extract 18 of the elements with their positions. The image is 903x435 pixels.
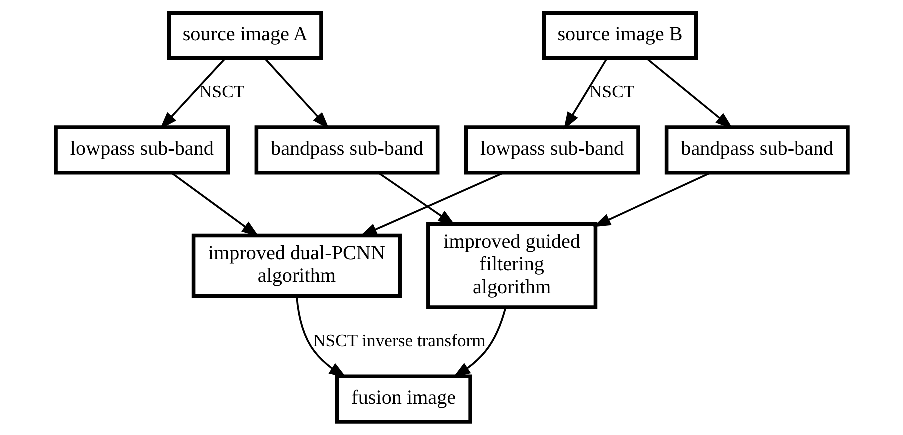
node-box: improved guided filtering algorithm <box>426 222 598 310</box>
arrow <box>296 296 346 378</box>
node-box: bandpass sub-band <box>664 126 850 175</box>
node-box: bandpass sub-band <box>254 126 440 175</box>
node-box: fusion image <box>334 374 472 424</box>
edge-label: NSCT <box>199 82 244 102</box>
arrow <box>646 58 733 130</box>
node-box: improved dual-PCNN algorithm <box>191 234 402 298</box>
node-box: lowpass sub-band <box>54 126 230 175</box>
arrow <box>563 58 608 130</box>
arrow <box>264 58 330 130</box>
arrow <box>160 58 226 130</box>
node-box: lowpass sub-band <box>464 126 640 175</box>
node-box: source image A <box>166 11 323 60</box>
arrow <box>592 172 711 228</box>
edge-label: NSCT inverse transform <box>312 330 486 351</box>
edge-label: NSCT <box>589 82 634 102</box>
node-box: source image B <box>542 11 698 60</box>
